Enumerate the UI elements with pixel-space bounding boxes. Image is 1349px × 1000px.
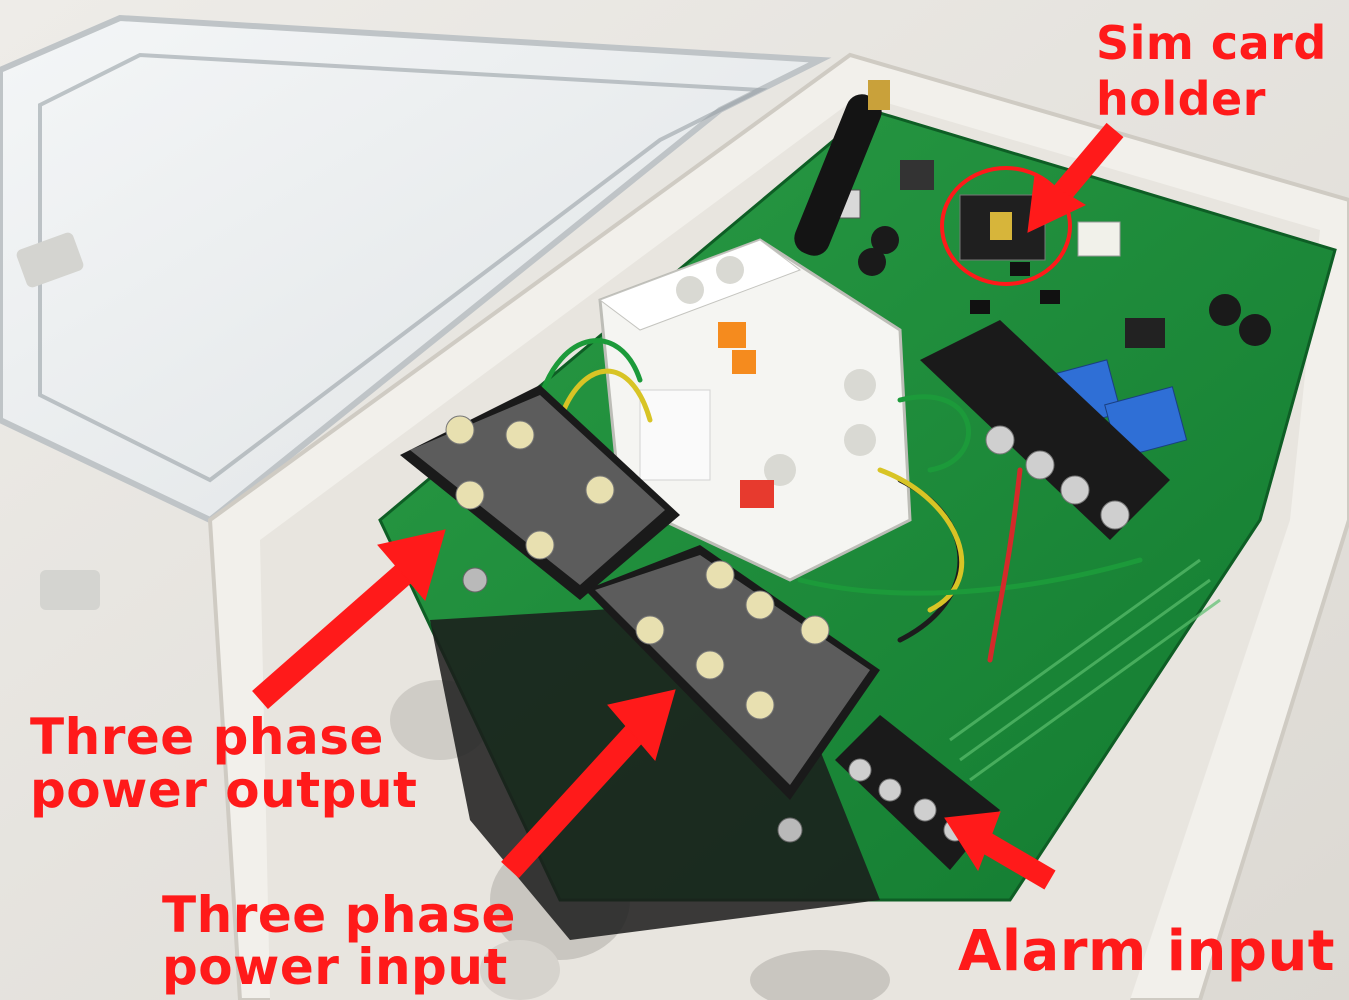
output-arrow-head [377,529,446,602]
power-output-label-line1: Three phase [30,708,384,766]
sim-highlight-circle [940,166,1072,286]
alarm-input-label: Alarm input [958,919,1336,984]
contactor [598,238,912,582]
gsm-antenna [794,80,890,256]
output-terminal-block [400,385,680,600]
wires [537,338,1143,663]
input-terminal-block [585,545,880,800]
annotation-arrows [252,122,1124,890]
relay-terminal-block [920,320,1170,540]
sim-card-holder-label-line1: Sim card [1096,16,1327,70]
power-input-label-line2: power input [162,938,508,996]
transparent-lid [0,14,832,610]
alarm-arrow-head [944,811,1001,872]
sim-card-holder-label-line2: holder [1096,72,1266,126]
power-input-label-line1: Three phase [162,886,516,944]
sim-arrow-head [1027,174,1087,233]
sim-arrow [1049,122,1124,206]
power-output-label-line2: power output [30,761,418,819]
output-arrow [252,560,416,710]
input-arrow [501,721,647,879]
alarm-arrow [979,832,1056,890]
input-arrow-head [607,689,676,762]
